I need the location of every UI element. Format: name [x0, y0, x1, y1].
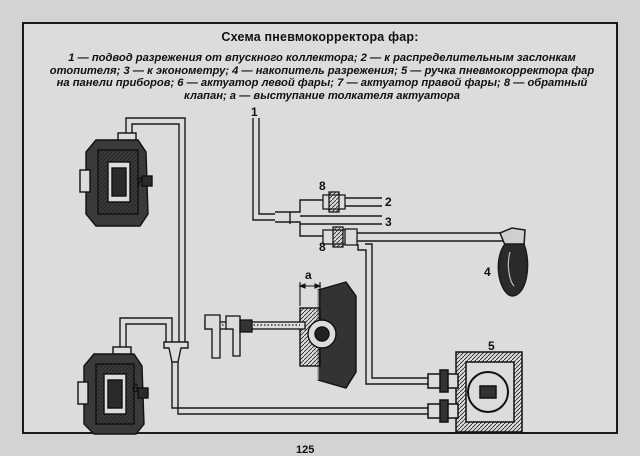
figure-title: Схема пневмокорректора фар: [221, 30, 419, 44]
label-8-lower: 8 [319, 240, 326, 254]
label-4: 4 [484, 265, 491, 279]
dimension-a [298, 282, 322, 306]
check-valve-lower [322, 226, 358, 248]
actuator-measurement [299, 281, 357, 389]
actuator-left-headlamp [77, 346, 149, 435]
label-5: 5 [488, 339, 495, 353]
page-number: 125 [296, 444, 315, 456]
label-6: 6 [132, 381, 139, 395]
label-3: 3 [385, 215, 392, 229]
label-1: 1 [251, 105, 258, 119]
caliper [204, 314, 306, 359]
label-7: 7 [136, 175, 143, 189]
actuator-right-headlamp [79, 132, 153, 227]
headlamp-corrector-knob [427, 351, 523, 433]
check-valve-upper [322, 191, 346, 213]
label-a: a [305, 268, 312, 282]
vacuum-accumulator [497, 227, 529, 297]
figure-legend: 1 — подвод разрежения от впускного колле… [49, 52, 595, 102]
tee-fitting [163, 341, 189, 363]
label-8-upper: 8 [319, 179, 326, 193]
label-2: 2 [385, 195, 392, 209]
hoses [119, 117, 505, 415]
